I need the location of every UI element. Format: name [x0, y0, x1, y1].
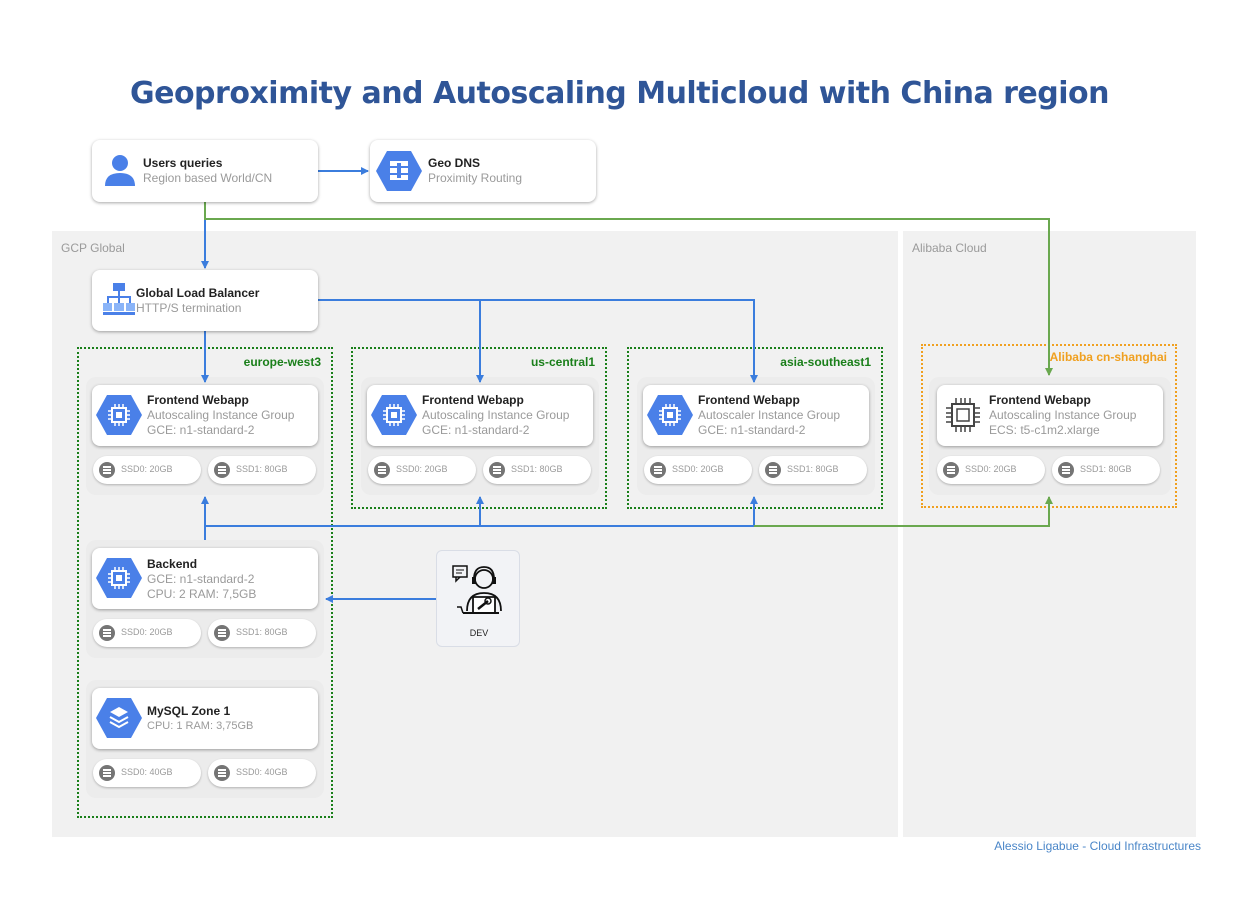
asia-frontend-line2: GCE: n1-standard-2 — [698, 423, 806, 437]
disk-label: SSD1: 80GB — [511, 464, 563, 474]
europe-frontend-disk1[interactable]: SSD1: 80GB — [208, 456, 316, 484]
diagram-title: Geoproximity and Autoscaling Multicloud … — [129, 76, 1110, 111]
ecs-chip-icon — [946, 398, 980, 432]
geo-dns-title: Geo DNS — [428, 156, 481, 170]
europe-frontend-card[interactable]: Frontend Webapp Autoscaling Instance Gro… — [92, 385, 318, 446]
global-load-balancer-card[interactable]: Global Load Balancer HTTP/S termination — [92, 270, 318, 331]
cloud-sql-icon — [96, 698, 142, 738]
disk-label: SSD0: 20GB — [965, 464, 1017, 474]
alibaba-cloud-label: Alibaba Cloud — [912, 241, 987, 255]
backend-card[interactable]: Backend GCE: n1-standard-2 CPU: 2 RAM: 7… — [92, 548, 318, 609]
arrow-backend-to-alibaba — [754, 496, 1053, 527]
backend-disk1[interactable]: SSD1: 80GB — [208, 619, 316, 647]
disk-icon — [374, 462, 390, 478]
dns-icon — [376, 151, 422, 191]
disk-label: SSD1: 80GB — [1080, 464, 1132, 474]
backend-disk0[interactable]: SSD0: 20GB — [93, 619, 201, 647]
disk-icon — [99, 765, 115, 781]
shanghai-frontend-title: Frontend Webapp — [989, 393, 1091, 407]
compute-engine-icon — [96, 558, 142, 598]
load-balancer-title: Global Load Balancer — [136, 286, 260, 300]
europe-frontend-line2: GCE: n1-standard-2 — [147, 423, 255, 437]
backend-line2: CPU: 2 RAM: 7,5GB — [147, 587, 257, 601]
disk-icon — [214, 765, 230, 781]
users-queries-title: Users queries — [143, 156, 223, 170]
region-label-us-central1: us-central1 — [530, 355, 595, 369]
load-balancer-icon — [103, 283, 135, 315]
disk-label: SSD0: 40GB — [236, 767, 288, 777]
disk-icon — [214, 625, 230, 641]
mysql-disk0[interactable]: SSD0: 40GB — [93, 759, 201, 787]
mysql-card[interactable]: MySQL Zone 1 CPU: 1 RAM: 3,75GB — [92, 688, 318, 749]
disk-icon — [943, 462, 959, 478]
mysql-line1: CPU: 1 RAM: 3,75GB — [147, 720, 254, 732]
backend-line1: GCE: n1-standard-2 — [147, 572, 255, 586]
dev-label: DEV — [469, 628, 489, 638]
region-label-europe-west3: europe-west3 — [243, 355, 321, 369]
footer-credit: Alessio Ligabue - Cloud Infrastructures — [994, 839, 1201, 853]
geo-dns-card[interactable]: Geo DNS Proximity Routing — [370, 140, 596, 202]
shanghai-frontend-card[interactable]: Frontend Webapp Autoscaling Instance Gro… — [937, 385, 1163, 446]
region-label-cn-shanghai: Alibaba cn-shanghai — [1049, 350, 1167, 364]
europe-frontend-disk0[interactable]: SSD0: 20GB — [93, 456, 201, 484]
asia-frontend-line1: Autoscaler Instance Group — [698, 408, 841, 422]
europe-frontend-line1: Autoscaling Instance Group — [147, 408, 295, 422]
disk-label: SSD0: 20GB — [121, 464, 173, 474]
us-frontend-line2: GCE: n1-standard-2 — [422, 423, 530, 437]
disk-icon — [765, 462, 781, 478]
asia-frontend-disk1[interactable]: SSD1: 80GB — [759, 456, 867, 484]
shanghai-frontend-disk0[interactable]: SSD0: 20GB — [937, 456, 1045, 484]
mysql-disk1[interactable]: SSD0: 40GB — [208, 759, 316, 787]
disk-icon — [489, 462, 505, 478]
disk-label: SSD1: 80GB — [236, 464, 288, 474]
users-queries-card[interactable]: Users queries Region based World/CN — [92, 140, 318, 202]
asia-frontend-title: Frontend Webapp — [698, 393, 800, 407]
us-frontend-card[interactable]: Frontend Webapp Autoscaling Instance Gro… — [367, 385, 593, 446]
us-frontend-disk0[interactable]: SSD0: 20GB — [368, 456, 476, 484]
europe-frontend-title: Frontend Webapp — [147, 393, 249, 407]
compute-engine-icon — [371, 395, 417, 435]
asia-frontend-card[interactable]: Frontend Webapp Autoscaler Instance Grou… — [643, 385, 869, 446]
disk-icon — [214, 462, 230, 478]
us-frontend-line1: Autoscaling Instance Group — [422, 408, 570, 422]
mysql-title: MySQL Zone 1 — [147, 704, 231, 718]
gcp-global-label: GCP Global — [61, 241, 125, 255]
disk-label: SSD0: 20GB — [672, 464, 724, 474]
users-queries-subtitle: Region based World/CN — [143, 171, 273, 185]
us-frontend-title: Frontend Webapp — [422, 393, 524, 407]
arrow-users-to-alibaba — [204, 202, 1053, 376]
arrow-lb-to-asia — [318, 299, 758, 383]
disk-label: SSD0: 40GB — [121, 767, 173, 777]
disk-icon — [650, 462, 666, 478]
disk-label: SSD1: 80GB — [787, 464, 839, 474]
disk-icon — [99, 462, 115, 478]
us-frontend-disk1[interactable]: SSD1: 80GB — [483, 456, 591, 484]
load-balancer-subtitle: HTTP/S termination — [136, 301, 242, 315]
developer-icon — [452, 565, 502, 614]
disk-label: SSD0: 20GB — [121, 627, 173, 637]
shanghai-frontend-disk1[interactable]: SSD1: 80GB — [1052, 456, 1160, 484]
geo-dns-subtitle: Proximity Routing — [428, 171, 523, 185]
asia-frontend-disk0[interactable]: SSD0: 20GB — [644, 456, 752, 484]
disk-icon — [1058, 462, 1074, 478]
disk-label: SSD0: 20GB — [396, 464, 448, 474]
user-icon — [105, 155, 135, 186]
disk-label: SSD1: 80GB — [236, 627, 288, 637]
compute-engine-icon — [96, 395, 142, 435]
dev-node[interactable]: DEV — [436, 550, 520, 647]
region-label-asia-southeast1: asia-southeast1 — [780, 355, 871, 369]
backend-title: Backend — [147, 557, 198, 571]
shanghai-frontend-line2: ECS: t5-c1m2.xlarge — [989, 423, 1100, 437]
shanghai-frontend-line1: Autoscaling Instance Group — [989, 408, 1137, 422]
disk-icon — [99, 625, 115, 641]
compute-engine-icon — [647, 395, 693, 435]
